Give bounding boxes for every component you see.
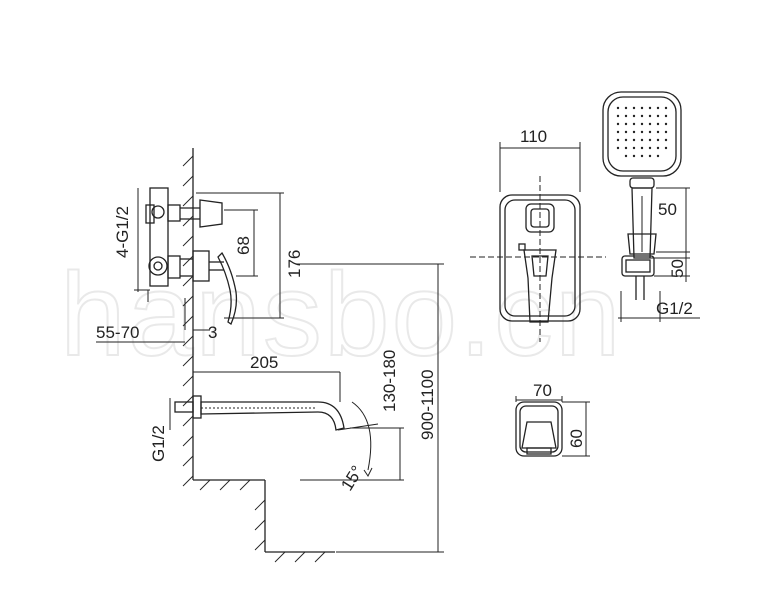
dim-130-180: 130-180 — [380, 350, 399, 412]
dim-50-top: 50 — [658, 200, 677, 219]
wall-hatching — [182, 155, 326, 563]
dim-3: 3 — [208, 323, 217, 342]
mixer-body-side-view — [145, 187, 238, 325]
mixer-plate-front-view — [470, 142, 606, 342]
bath-spout — [174, 395, 379, 431]
dim-55-70: 55-70 — [96, 323, 139, 342]
dim-70: 70 — [533, 381, 552, 400]
hand-shower-thread-label: G1/2 — [656, 299, 693, 318]
hand-shower-dimension-lines — [650, 187, 690, 282]
spout-thread-label: G1/2 — [149, 425, 168, 462]
body-dimension-lines — [96, 188, 284, 343]
spout-dimension-lines — [169, 263, 444, 553]
wall — [182, 148, 335, 563]
dim-68: 68 — [234, 236, 253, 255]
watermark: hansbo.cn — [60, 249, 623, 381]
dim-50-side: 50 — [668, 259, 687, 278]
dim-900-1100: 900-1100 — [418, 369, 437, 440]
hand-shower — [602, 91, 700, 322]
angle-15: 15° — [337, 462, 367, 494]
spray-nozzles — [616, 106, 668, 158]
diverter-button — [515, 396, 590, 457]
inlet-thread-label: 4-G1/2 — [113, 206, 132, 258]
dim-176: 176 — [285, 250, 304, 278]
dim-110: 110 — [520, 127, 547, 146]
dim-60: 60 — [567, 429, 586, 448]
dim-205: 205 — [250, 353, 278, 372]
